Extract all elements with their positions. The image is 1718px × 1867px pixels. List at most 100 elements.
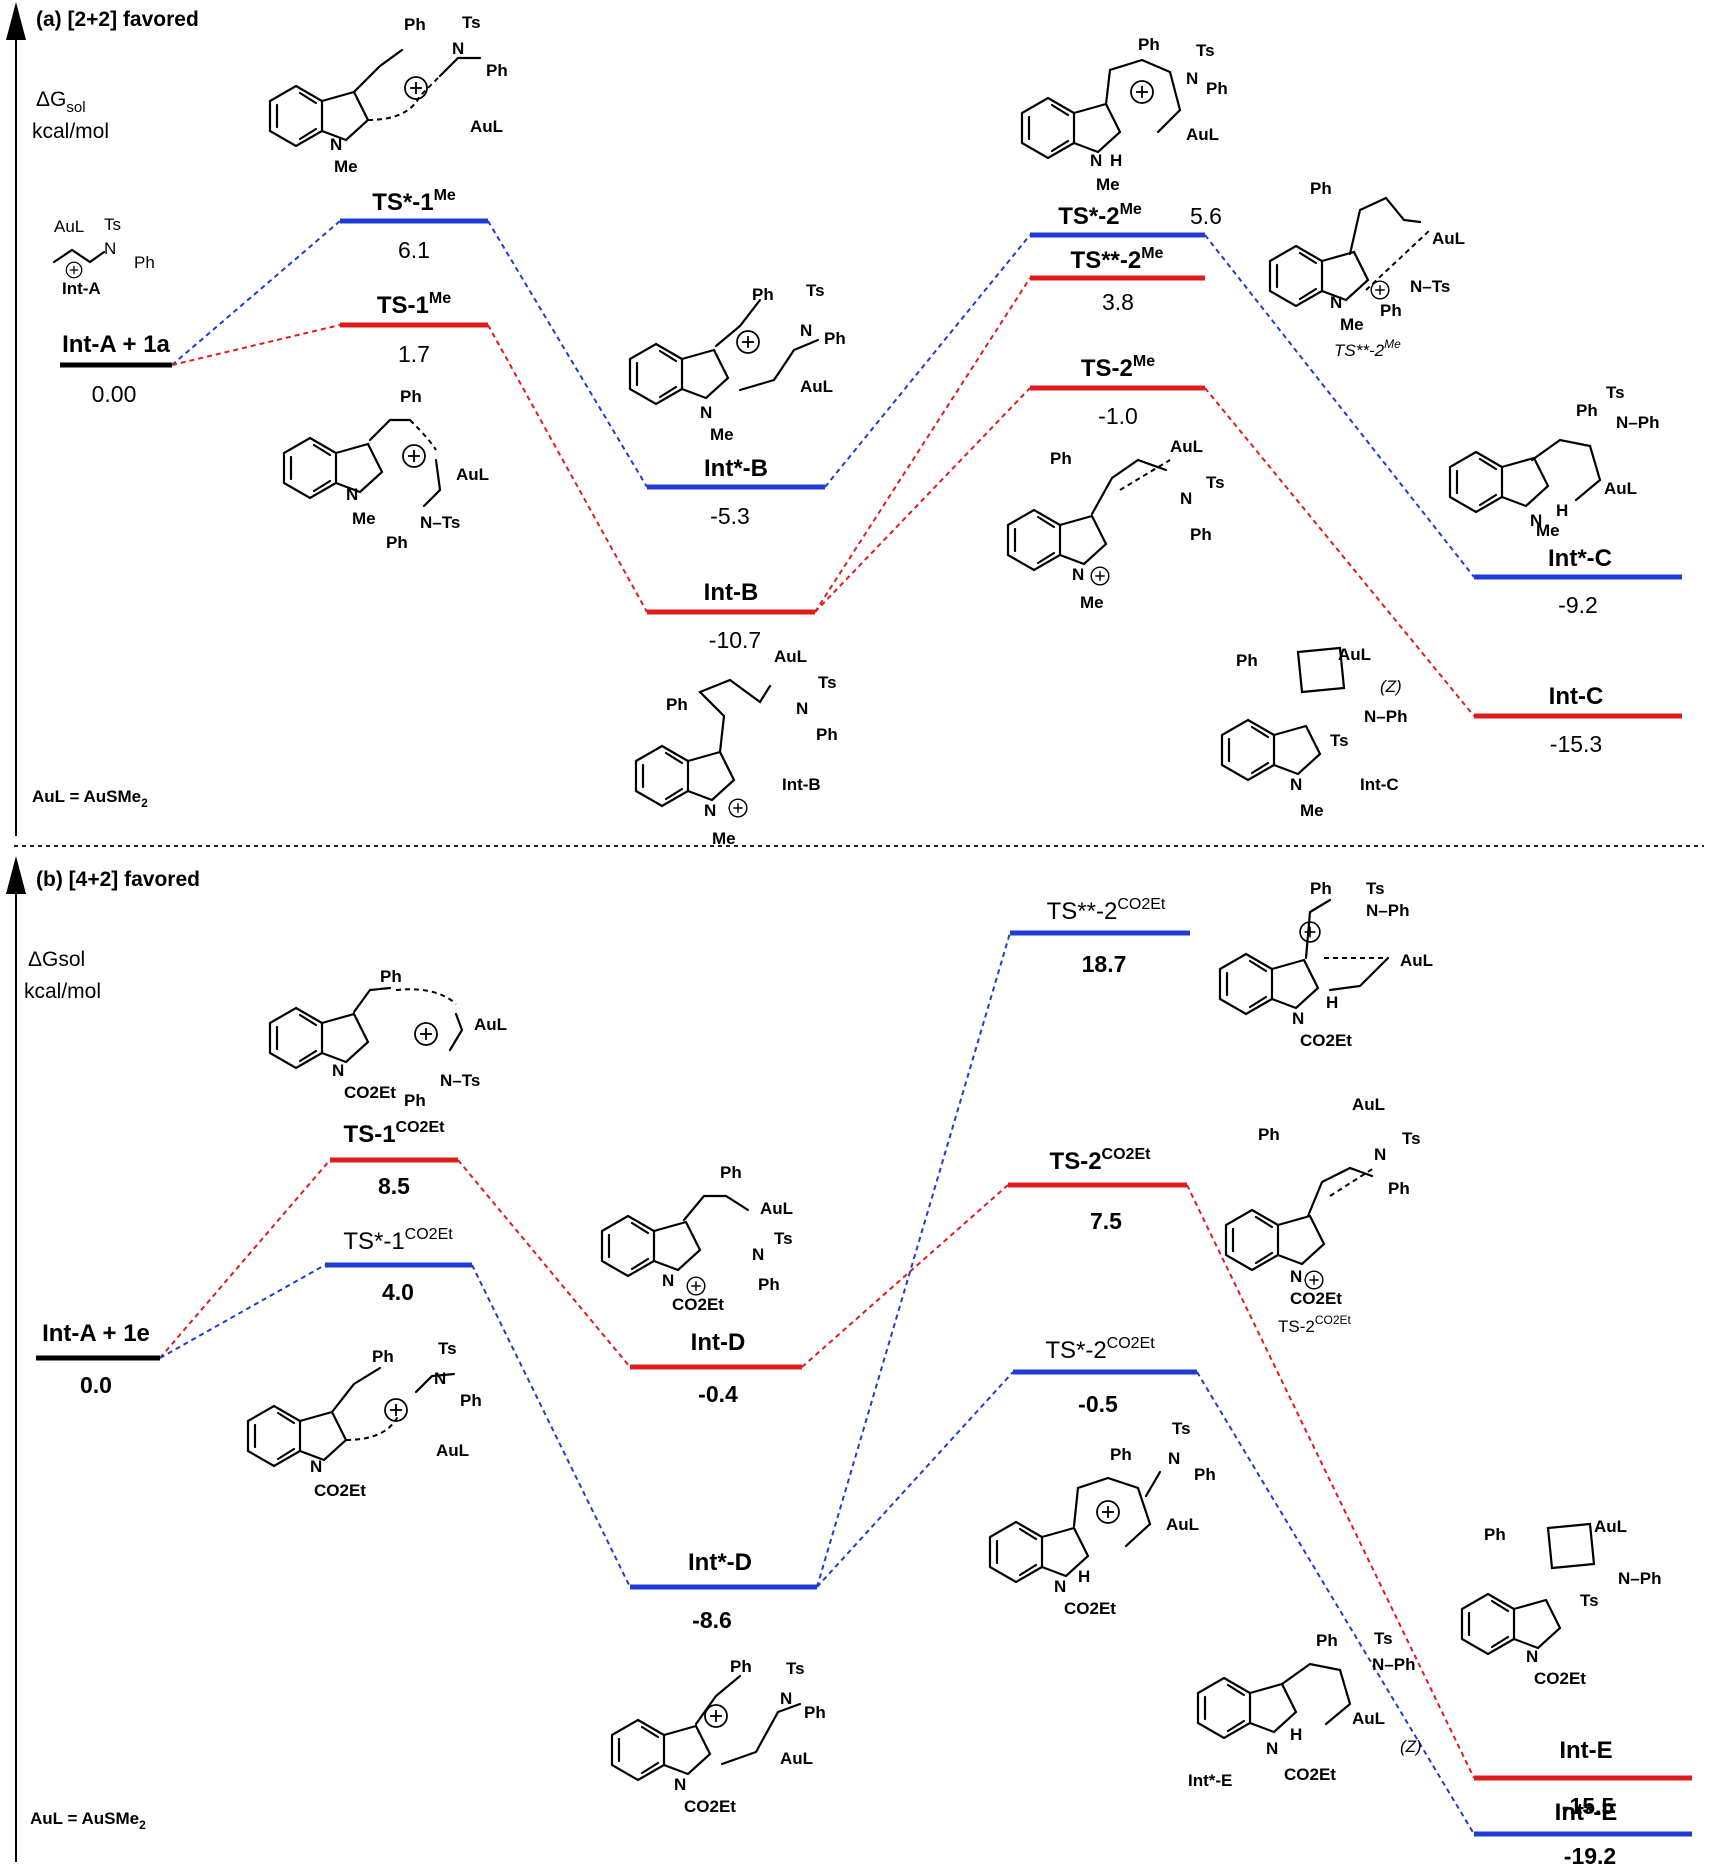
svg-text:Ph: Ph <box>1194 1465 1216 1484</box>
level-a-intc-blue: Int*-C -9.2 <box>1474 545 1682 618</box>
svg-text:18.7: 18.7 <box>1082 951 1127 977</box>
svg-text:-0.5: -0.5 <box>1078 1391 1118 1417</box>
svg-text:Ph: Ph <box>730 1657 752 1676</box>
svg-text:Me: Me <box>710 425 734 444</box>
svg-text:N: N <box>434 1369 446 1388</box>
svg-text:Ts: Ts <box>806 281 825 300</box>
svg-text:AuL: AuL <box>436 1441 469 1460</box>
svg-text:Ts: Ts <box>438 1339 457 1358</box>
svg-text:CO2Et: CO2Et <box>1534 1669 1586 1688</box>
svg-text:Ts: Ts <box>1172 1419 1191 1438</box>
structure-ts1-red-a: N Me Ph AuL N–Ts Ph <box>282 387 489 552</box>
svg-text:Int-B: Int-B <box>782 775 821 794</box>
structure-ts2-blue-b: N H CO2Et Ph N Ts Ph AuL <box>988 1419 1216 1618</box>
level-a-ts1-blue: TS*-1Me 6.1 <box>340 187 488 263</box>
panel-a-title: (a) [2+2] favored <box>36 8 199 31</box>
svg-text:N: N <box>1266 1739 1278 1758</box>
structure-ts2-blue2-b: N H CO2Et Ph Ts N–Ph AuL <box>1218 879 1433 1050</box>
svg-text:Int*-C: Int*-C <box>1548 545 1612 572</box>
level-b-ts2-blue2: TS**-2CO2Et 18.7 <box>1010 896 1190 977</box>
svg-text:TS*-2Me: TS*-2Me <box>1058 201 1142 230</box>
svg-text:N–Ph: N–Ph <box>1372 1655 1415 1674</box>
svg-text:Ph: Ph <box>1576 401 1598 420</box>
svg-text:TS-2CO2Et: TS-2CO2Et <box>1050 1146 1152 1175</box>
svg-text:CO2Et: CO2Et <box>1064 1599 1116 1618</box>
y-axis-arrow-b <box>6 856 26 894</box>
svg-text:Ph: Ph <box>404 1091 426 1110</box>
svg-text:TS*-2CO2Et: TS*-2CO2Et <box>1045 1335 1155 1364</box>
svg-text:N–Ts: N–Ts <box>440 1071 480 1090</box>
svg-text:N–Ph: N–Ph <box>1366 901 1409 920</box>
svg-text:TS*-1Me: TS*-1Me <box>372 187 456 216</box>
svg-text:Me: Me <box>1096 175 1120 194</box>
svg-text:Int-D: Int-D <box>691 1329 746 1356</box>
svg-text:Ts: Ts <box>774 1229 793 1248</box>
svg-text:Me: Me <box>1536 521 1560 540</box>
svg-text:0.0: 0.0 <box>80 1372 112 1398</box>
y-axis-unit-a: kcal/mol <box>32 120 109 143</box>
svg-text:Ts: Ts <box>1606 383 1625 402</box>
svg-text:AuL: AuL <box>470 117 503 136</box>
structure-inte-blue-b: N H CO2Et Ph Ts N–Ph AuL (Z) Int*-E <box>1188 1629 1422 1790</box>
structure-int-a: AuL Ts N Ph Int-A <box>52 215 155 298</box>
svg-text:Ph: Ph <box>1316 1631 1338 1650</box>
svg-text:N: N <box>1330 293 1342 312</box>
svg-text:N: N <box>452 39 464 58</box>
svg-text:Int*-B: Int*-B <box>704 455 768 482</box>
svg-text:Int-E: Int-E <box>1559 1737 1612 1764</box>
structure-intb-blue-a: N Me Ph N Ts Ph AuL <box>628 281 846 444</box>
svg-text:6.1: 6.1 <box>398 237 430 263</box>
svg-text:N: N <box>1292 1009 1304 1028</box>
svg-text:-9.2: -9.2 <box>1558 592 1598 618</box>
level-b-intd-red: Int-D -0.4 <box>630 1329 802 1407</box>
svg-text:H: H <box>1326 993 1338 1012</box>
svg-text:N–Ts: N–Ts <box>1410 277 1450 296</box>
svg-text:Ts: Ts <box>1366 879 1385 898</box>
svg-text:N: N <box>1072 565 1084 584</box>
svg-text:TS-1Me: TS-1Me <box>377 290 451 319</box>
level-b-ts1-red: TS-1CO2Et 8.5 <box>330 1119 458 1199</box>
svg-text:N: N <box>330 135 342 154</box>
svg-text:AuL: AuL <box>780 1749 813 1768</box>
svg-text:Me: Me <box>352 509 376 528</box>
svg-text:AuL: AuL <box>456 465 489 484</box>
svg-text:H: H <box>1110 151 1122 170</box>
svg-text:N: N <box>674 1775 686 1794</box>
svg-text:AuL: AuL <box>1352 1709 1385 1728</box>
svg-text:AuL: AuL <box>1594 1517 1627 1536</box>
svg-text:N–Ph: N–Ph <box>1616 413 1659 432</box>
level-a-start: Int-A + 1a 0.00 <box>60 331 172 407</box>
svg-text:N: N <box>780 1689 792 1708</box>
svg-text:N: N <box>1374 1145 1386 1164</box>
svg-text:Ph: Ph <box>1110 1445 1132 1464</box>
level-b-inte-blue-label: Int*-E <box>1555 1799 1618 1826</box>
panel-b: (b) [4+2] favored ΔGsol kcal/mol AuL = A… <box>6 856 200 1862</box>
svg-text:N–Ts: N–Ts <box>420 513 460 532</box>
svg-text:Ph: Ph <box>1050 449 1072 468</box>
structure-ts2-blue-a: N H Me Ph N Ts Ph AuL <box>1020 35 1228 194</box>
level-b-ts1-blue: TS*-1CO2Et 4.0 <box>325 1226 472 1305</box>
svg-text:N: N <box>752 1245 764 1264</box>
svg-text:8.5: 8.5 <box>378 1173 410 1199</box>
svg-text:1.7: 1.7 <box>398 341 430 367</box>
svg-text:Ph: Ph <box>1310 179 1332 198</box>
svg-text:N: N <box>104 239 116 258</box>
svg-text:TS-2CO2Et: TS-2CO2Et <box>1278 1313 1352 1336</box>
svg-text:(Z): (Z) <box>1400 1737 1422 1756</box>
svg-text:Ts: Ts <box>1580 1591 1599 1610</box>
svg-text:Ts: Ts <box>1402 1129 1421 1148</box>
svg-text:Ph: Ph <box>1484 1525 1506 1544</box>
level-a-ts1-red: TS-1Me 1.7 <box>340 290 488 367</box>
svg-text:N: N <box>1290 1267 1302 1286</box>
svg-text:Ts: Ts <box>104 215 121 234</box>
svg-text:N: N <box>1290 775 1302 794</box>
svg-text:4.0: 4.0 <box>382 1279 414 1305</box>
svg-text:(Z): (Z) <box>1380 677 1402 696</box>
svg-text:Me: Me <box>334 157 358 176</box>
svg-text:AuL: AuL <box>800 377 833 396</box>
svg-text:CO2Et: CO2Et <box>1300 1031 1352 1050</box>
svg-text:N: N <box>1530 511 1542 530</box>
footnote-b: AuL = AuSMe2 <box>30 1809 146 1832</box>
svg-text:N: N <box>332 1061 344 1080</box>
svg-text:Ph: Ph <box>824 329 846 348</box>
